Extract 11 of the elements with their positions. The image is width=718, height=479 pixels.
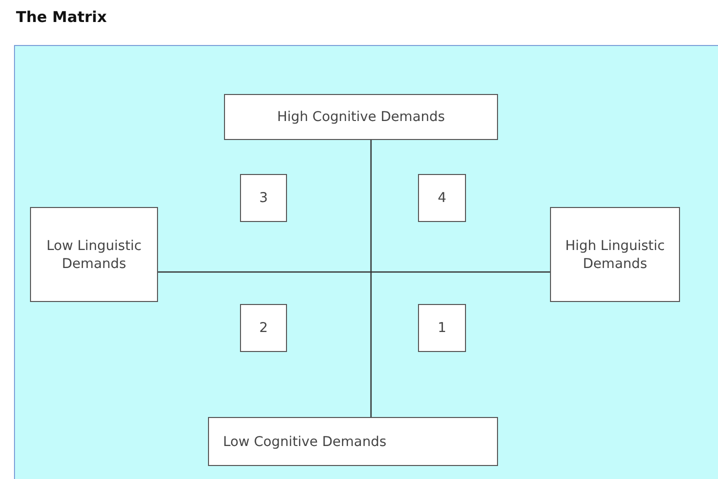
axis-label-box: High Cognitive Demands <box>224 94 498 140</box>
quadrant-number-box: 4 <box>418 174 466 222</box>
quadrant-number-box: 3 <box>240 174 287 222</box>
quadrant-number-box: 2 <box>240 304 287 352</box>
diagram-title: The Matrix <box>16 8 107 26</box>
quadrant-number-box: 1 <box>418 304 466 352</box>
axis-label-box: Low Cognitive Demands <box>208 417 498 466</box>
axis-label-box: High Linguistic Demands <box>550 207 680 302</box>
axis-label-box: Low Linguistic Demands <box>30 207 158 302</box>
axis-line <box>158 271 550 273</box>
axis-line <box>370 140 372 417</box>
